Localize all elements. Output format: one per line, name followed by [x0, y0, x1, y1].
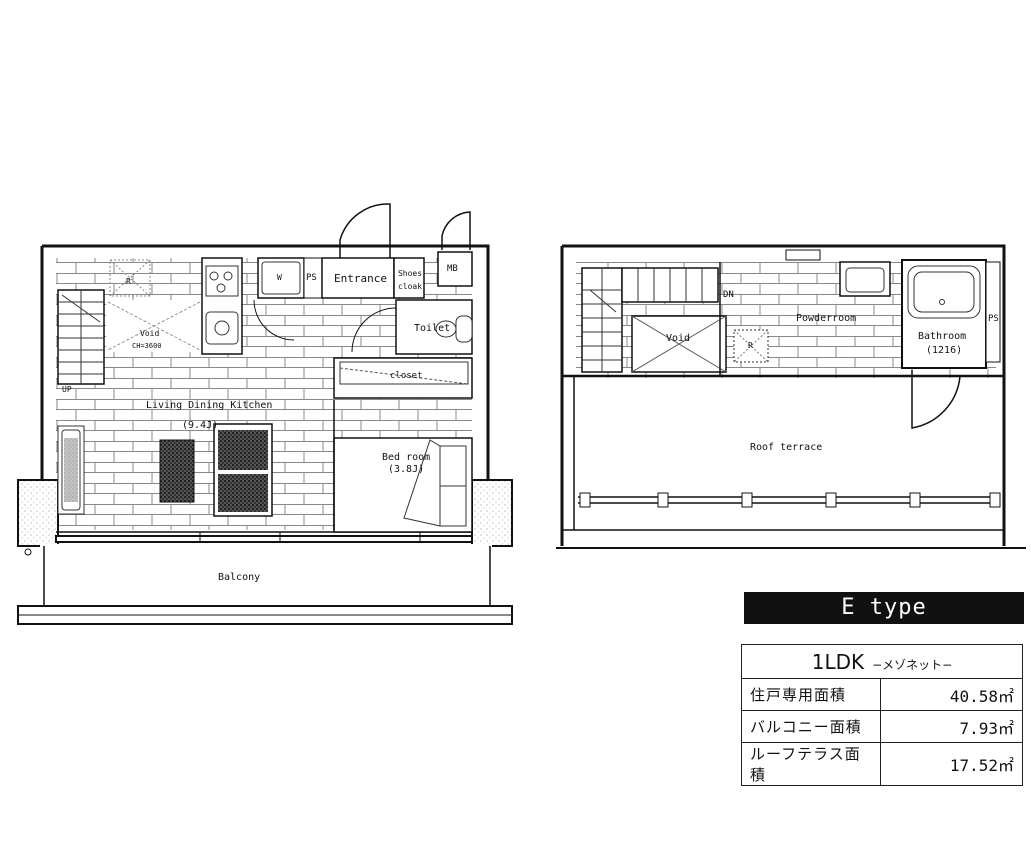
- type-banner: E type: [744, 592, 1024, 624]
- spec-label: 住戸専用面積: [741, 678, 881, 711]
- spec-row: バルコニー面積 7.93㎡: [741, 710, 1023, 743]
- room-label-roof-terrace: Roof terrace: [750, 442, 823, 453]
- room-label-living: Living Dining Kitchen: [146, 400, 273, 411]
- room-label-void: Void: [140, 329, 160, 338]
- room-label-r: R: [126, 277, 131, 286]
- spec-label: バルコニー面積: [741, 710, 881, 743]
- room-label-bedroom: Bed room: [382, 452, 431, 463]
- room-label-void-2f: Void: [666, 333, 691, 344]
- spec-row: ルーフテラス面積 17.52㎡: [741, 742, 1023, 786]
- stair-label-up: UP: [62, 385, 72, 394]
- spec-layout-cell: 1LDK −メゾネット−: [741, 644, 1023, 679]
- room-void-height: CH=3600: [132, 342, 162, 350]
- room-size-bedroom: (3.8J): [388, 464, 425, 475]
- room-label-shoes: Shoes: [397, 269, 423, 278]
- room-label-cloak: cloak: [397, 282, 423, 291]
- room-label-closet: closet: [390, 371, 423, 381]
- room-label-balcony: Balcony: [218, 572, 261, 583]
- room-label-toilet: Toilet: [414, 323, 451, 334]
- room-label-ps-2f: PS: [988, 314, 999, 324]
- spec-value: 7.93㎡: [880, 710, 1023, 743]
- stair-label-dn: DN: [723, 290, 734, 300]
- spec-layout-note: −メゾネット−: [872, 657, 953, 672]
- room-label-ps: PS: [306, 273, 317, 283]
- spec-value: 40.58㎡: [880, 678, 1023, 711]
- spec-label: ルーフテラス面積: [741, 742, 881, 786]
- spec-value: 17.52㎡: [880, 742, 1023, 786]
- spec-row: 住戸専用面積 40.58㎡: [741, 678, 1023, 711]
- room-label-entrance: Entrance: [334, 272, 387, 285]
- spec-table: 1LDK−メゾネット− 住戸専用面積 40.58㎡ バルコニー面積 7.93㎡ …: [741, 644, 1023, 786]
- room-label-w: W: [277, 273, 282, 282]
- floor2-plan: [556, 244, 1026, 549]
- room-label-r-2f: R: [748, 341, 753, 350]
- spec-header-row: 1LDK −メゾネット−: [741, 644, 1023, 679]
- room-size-bathroom: (1216): [926, 345, 963, 356]
- spec-layout: 1LDK: [811, 649, 865, 674]
- room-label-powder: Powderroom: [796, 313, 857, 324]
- floor1-plan: [17, 203, 513, 625]
- room-label-mb: MB: [447, 264, 458, 274]
- room-label-bathroom: Bathroom: [918, 331, 967, 342]
- room-size-living: (9.4J): [182, 420, 219, 431]
